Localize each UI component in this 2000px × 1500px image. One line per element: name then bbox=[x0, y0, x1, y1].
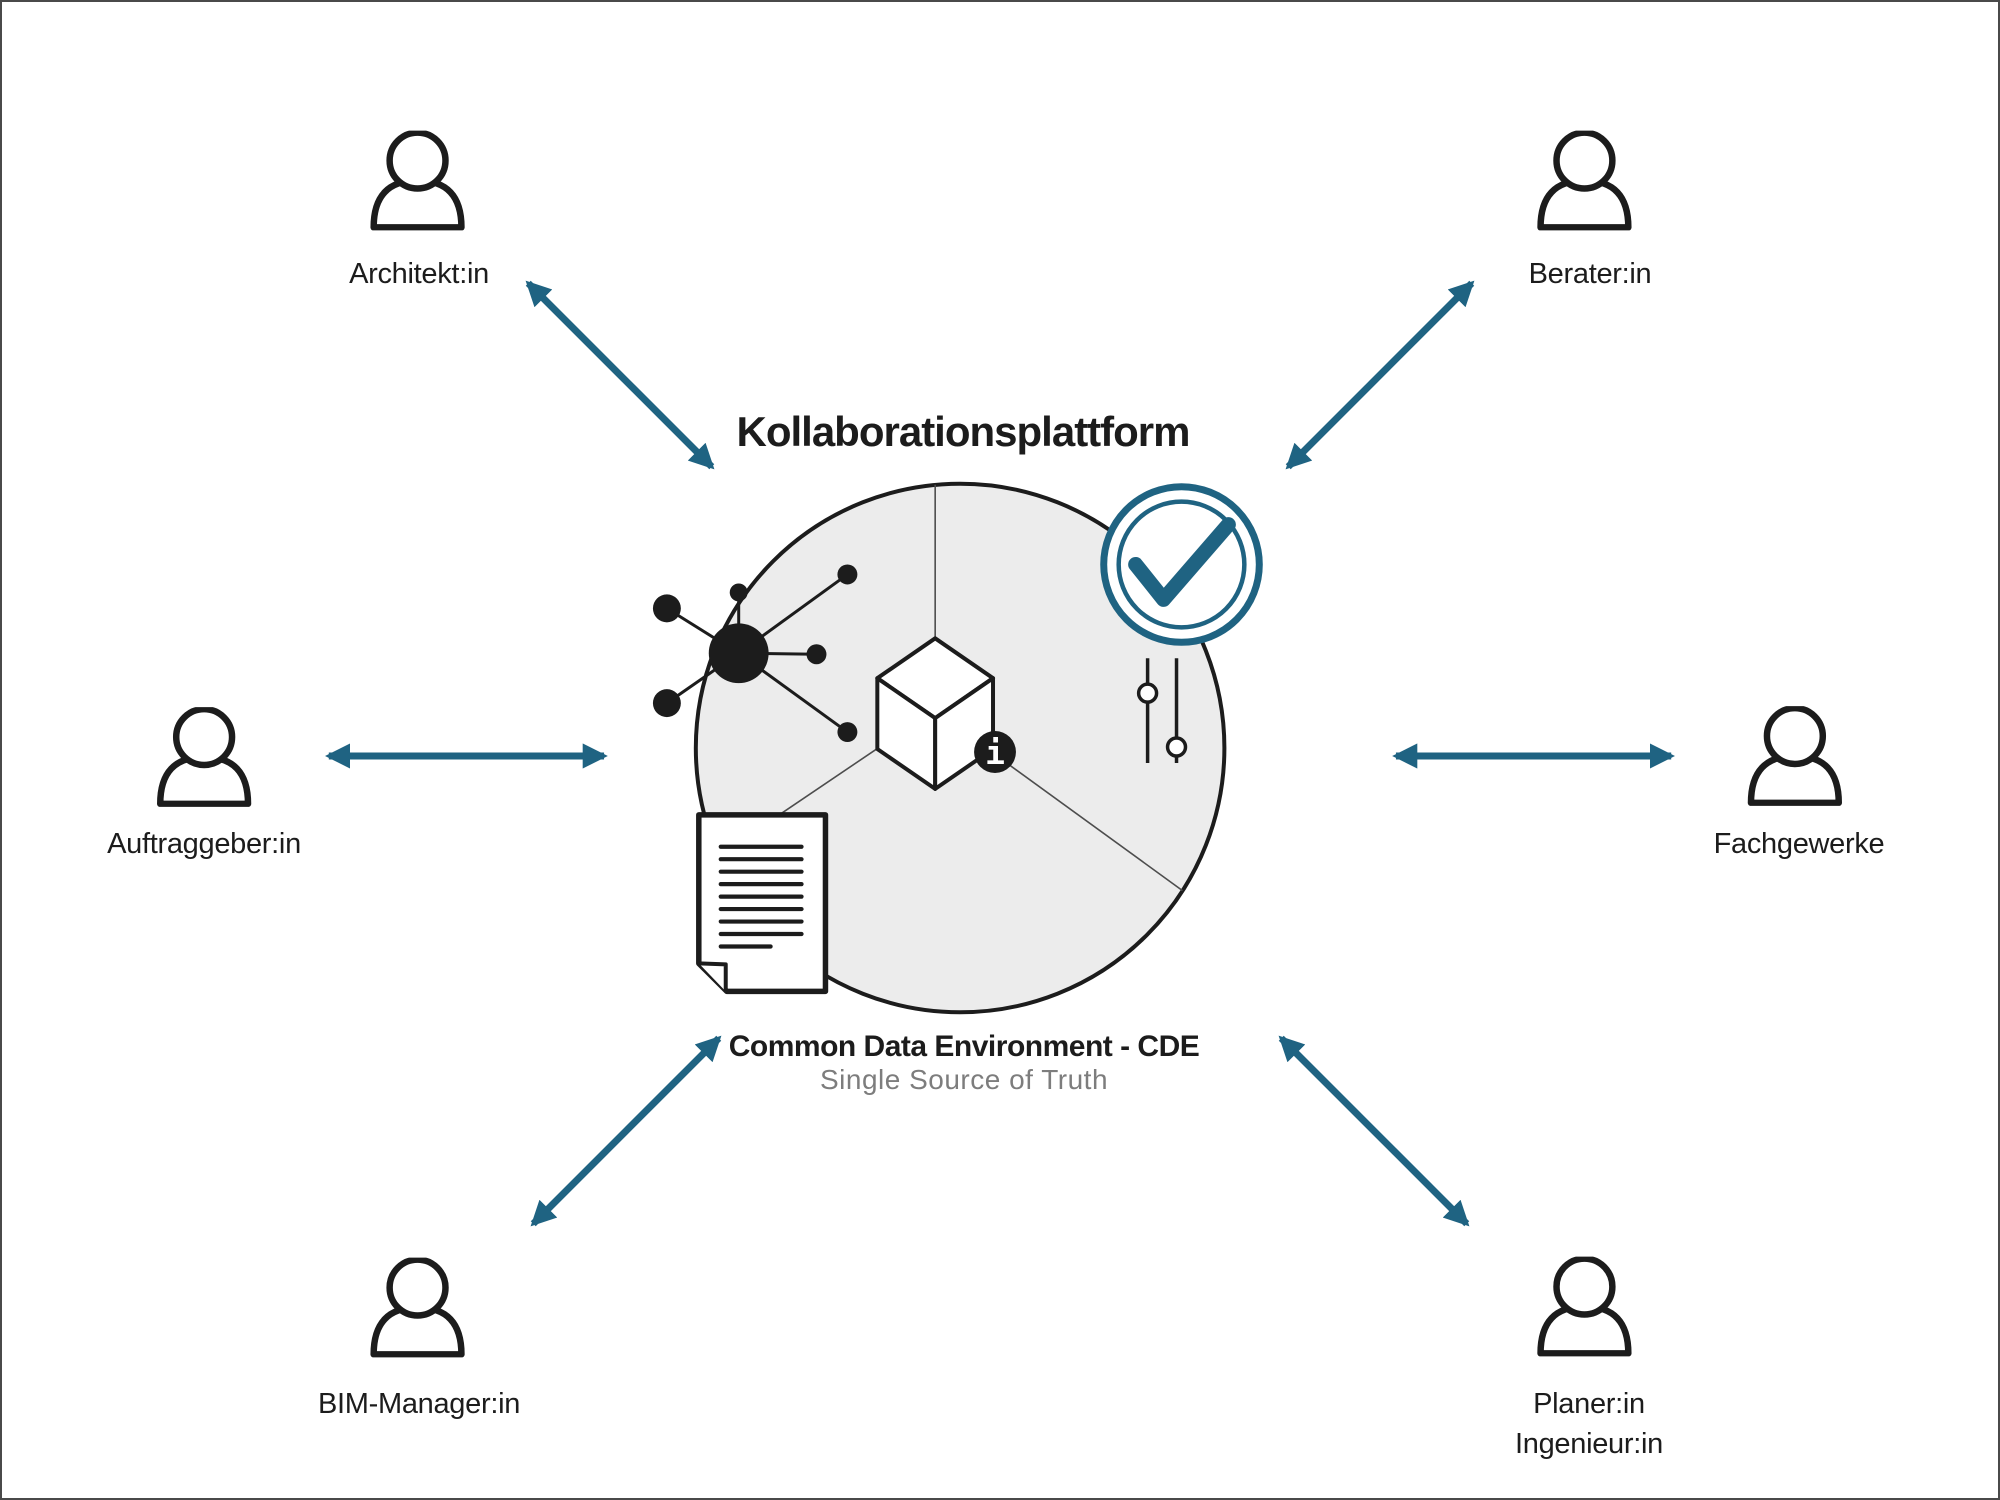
diagram-title: Kollaborationsplattform bbox=[736, 408, 1190, 455]
label-auftraggeber: Auftraggeber:in bbox=[107, 828, 301, 860]
info-icon: i bbox=[974, 731, 1016, 773]
cde-heading: Common Data Environment - CDE bbox=[728, 1030, 1200, 1063]
person-icon-architekt bbox=[374, 133, 462, 228]
model-cube-icon bbox=[875, 636, 996, 791]
arrow-planer bbox=[1278, 1035, 1470, 1227]
person-icon-fachgewerke bbox=[1751, 708, 1839, 803]
svg-text:i: i bbox=[985, 733, 1005, 772]
label-berater: Berater:in bbox=[1528, 258, 1652, 290]
label-fachgewerke: Fachgewerke bbox=[1713, 828, 1885, 860]
label-bim-manager: BIM-Manager:in bbox=[317, 1388, 521, 1420]
person-icon-auftraggeber bbox=[160, 709, 248, 804]
person-icon-berater bbox=[1541, 133, 1629, 228]
label-planer-line: Planer:in bbox=[1533, 1388, 1645, 1420]
person-icon-bim-manager bbox=[374, 1260, 462, 1355]
arrow-architekt bbox=[525, 280, 715, 470]
sliders-icon bbox=[1136, 658, 1188, 763]
label-ingenieur-line: Ingenieur:in bbox=[1515, 1428, 1663, 1460]
label-planer-ingenieur: Planer:in Ingenieur:in bbox=[1515, 1384, 1663, 1464]
person-icon-planer bbox=[1541, 1259, 1629, 1354]
check-badge-icon bbox=[1100, 483, 1263, 646]
cde-subheading: Single Source of Truth bbox=[819, 1064, 1109, 1095]
arrow-bim-manager bbox=[530, 1035, 722, 1227]
document-icon bbox=[696, 812, 829, 995]
network-icon bbox=[652, 564, 858, 743]
arrow-berater bbox=[1285, 280, 1475, 470]
label-architekt: Architekt:in bbox=[349, 258, 489, 290]
